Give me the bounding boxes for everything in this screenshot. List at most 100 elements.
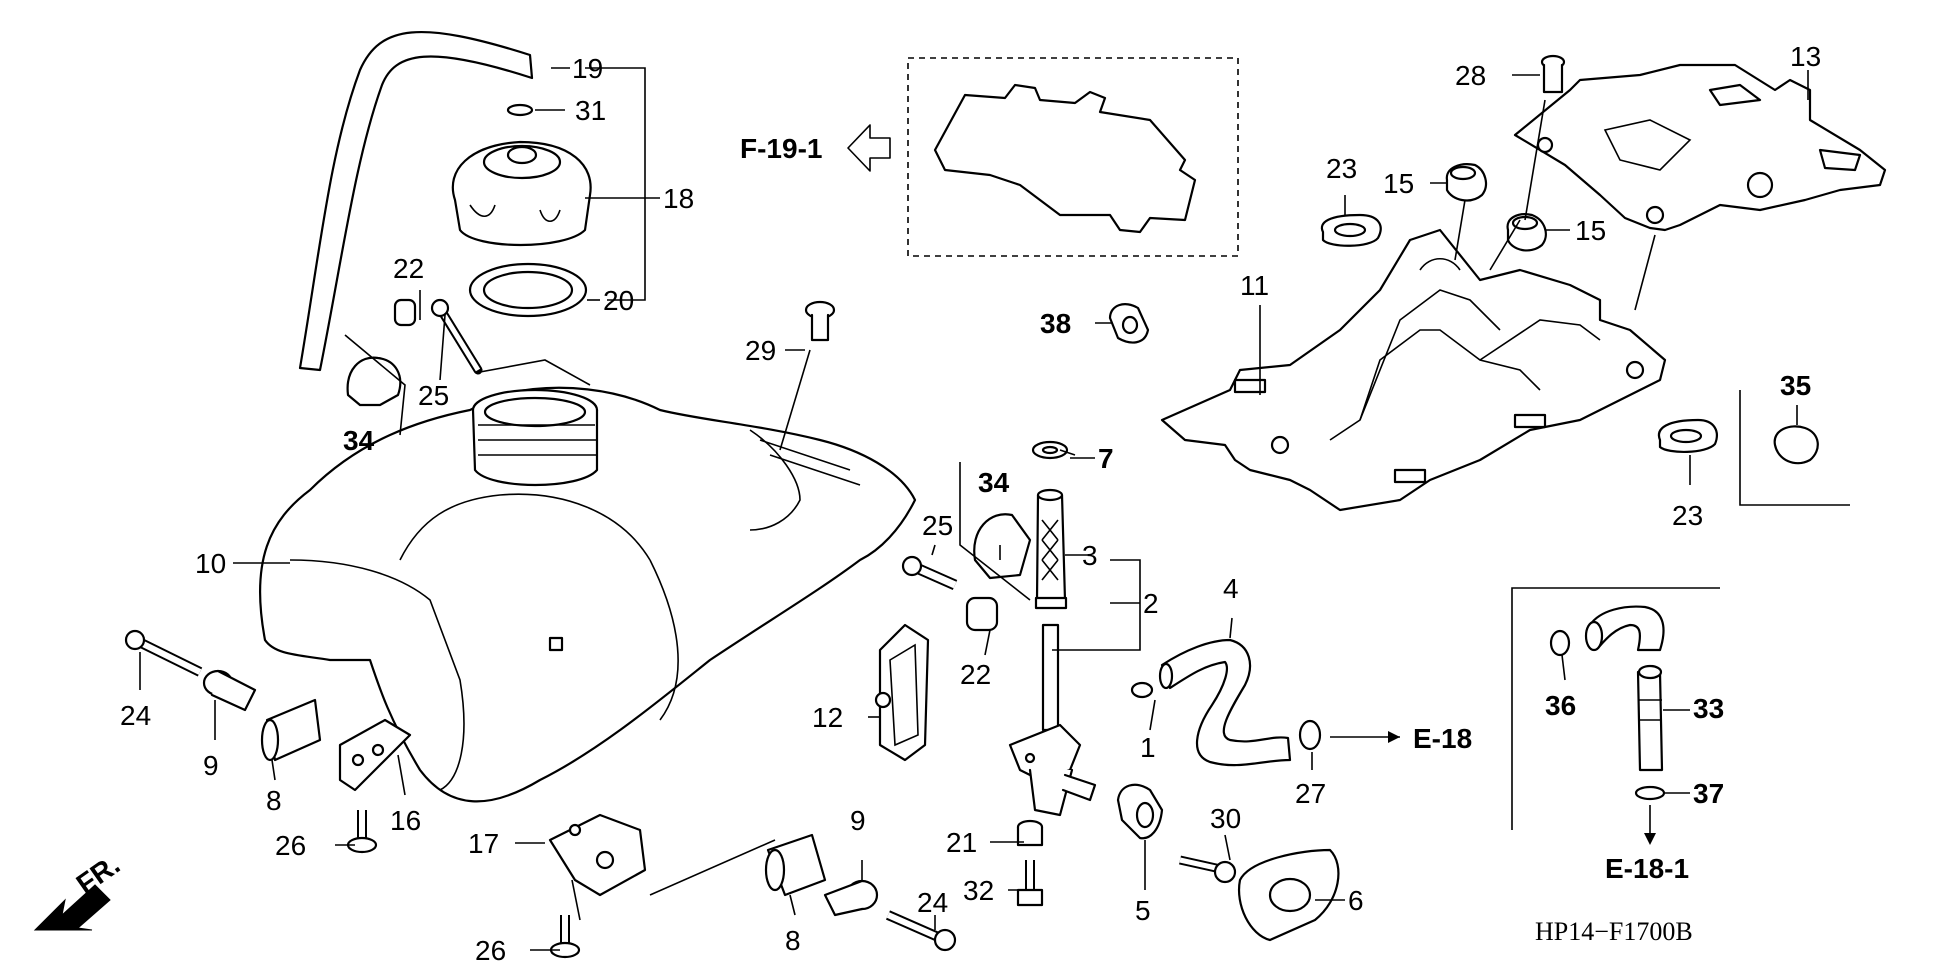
ref-label-f19-1[interactable]: F-19-1 xyxy=(740,133,822,164)
callout-10: 10 xyxy=(195,548,226,579)
bracket-17[interactable] xyxy=(548,813,647,897)
bracket-16[interactable] xyxy=(338,718,412,792)
valve-lever-5[interactable] xyxy=(1116,783,1164,840)
collar-9-bottom[interactable] xyxy=(823,879,879,917)
washer-7[interactable] xyxy=(1031,440,1069,460)
callout-21: 21 xyxy=(946,827,977,858)
callout-4: 4 xyxy=(1223,573,1239,604)
callout-35: 35 xyxy=(1780,370,1811,401)
callout-28: 28 xyxy=(1455,60,1486,91)
callout-32: 32 xyxy=(963,875,994,906)
callout-3: 3 xyxy=(1082,540,1098,571)
clip-21[interactable] xyxy=(1016,819,1044,847)
bolt-28[interactable] xyxy=(1540,54,1566,94)
reference-box xyxy=(907,57,1239,257)
clip-36[interactable] xyxy=(1549,629,1571,657)
grommet-35[interactable] xyxy=(1773,425,1819,465)
clip-38[interactable] xyxy=(1108,303,1150,344)
grommet-bolt-29[interactable] xyxy=(804,300,836,342)
hose-33[interactable] xyxy=(1584,605,1665,772)
callout-36: 36 xyxy=(1545,690,1576,721)
bolt-24-left[interactable] xyxy=(124,629,203,677)
ref-label-e18[interactable]: E-18 xyxy=(1413,723,1472,754)
callout-37: 37 xyxy=(1693,778,1724,809)
callout-22-upper: 22 xyxy=(393,253,424,284)
callout-23-top: 23 xyxy=(1326,153,1357,184)
side-piece-12[interactable] xyxy=(874,623,930,762)
clip-27[interactable] xyxy=(1298,719,1322,751)
callout-19: 19 xyxy=(572,53,603,84)
bolt-upper[interactable] xyxy=(430,298,483,375)
collar-upper[interactable] xyxy=(393,298,417,327)
callout-25-mid: 25 xyxy=(922,510,953,541)
callout-38: 38 xyxy=(1040,308,1071,339)
callout-1: 1 xyxy=(1140,732,1156,763)
bolt-26-left[interactable] xyxy=(346,810,378,854)
rubber-23-top[interactable] xyxy=(1320,213,1382,247)
rubber-mount-8-bottom[interactable] xyxy=(764,833,827,897)
callout-26-bottom: 26 xyxy=(475,935,506,965)
cap-gasket[interactable] xyxy=(468,262,588,318)
callout-31: 31 xyxy=(575,95,606,126)
valve-plate-6[interactable] xyxy=(1237,848,1340,942)
fuel-valve-2[interactable] xyxy=(1008,623,1097,817)
callout-25-upper: 25 xyxy=(418,380,449,411)
collar-22-mid[interactable] xyxy=(965,596,999,632)
breather-hose[interactable] xyxy=(298,31,534,372)
callout-24-bottom: 24 xyxy=(917,887,948,918)
callout-6: 6 xyxy=(1348,885,1364,916)
fuel-tank[interactable] xyxy=(258,386,917,803)
fuel-hose-4[interactable] xyxy=(1158,638,1292,767)
clip-1[interactable] xyxy=(1130,681,1154,699)
callout-11: 11 xyxy=(1240,270,1269,301)
bolt-25-mid[interactable] xyxy=(901,555,958,591)
clamp-34-mid[interactable] xyxy=(973,513,1032,580)
collar-9-left[interactable] xyxy=(202,669,257,712)
callout-17: 17 xyxy=(468,828,499,859)
callout-9-bottom: 9 xyxy=(850,805,866,836)
plate-13[interactable] xyxy=(1513,63,1887,232)
reference-plate xyxy=(933,83,1197,234)
screw-30[interactable] xyxy=(1179,855,1237,884)
callout-33: 33 xyxy=(1693,693,1724,724)
fuel-cap[interactable] xyxy=(451,140,592,247)
ref-label-e18-1[interactable]: E-18-1 xyxy=(1605,853,1689,884)
front-direction-arrow xyxy=(33,884,111,931)
callout-26-left: 26 xyxy=(275,830,306,861)
callout-9-left: 9 xyxy=(203,750,219,781)
bolt-32[interactable] xyxy=(1016,860,1044,907)
callout-7: 7 xyxy=(1098,443,1114,474)
bolt-26-bottom[interactable] xyxy=(549,915,581,959)
clip-37[interactable] xyxy=(1634,785,1666,801)
rubber-23-bottom[interactable] xyxy=(1657,418,1718,453)
tray-11[interactable] xyxy=(1160,228,1667,512)
callout-29: 29 xyxy=(745,335,776,366)
callout-22-mid: 22 xyxy=(960,659,991,690)
strainer-3[interactable] xyxy=(1034,488,1068,610)
front-direction-label: FR. xyxy=(71,849,126,900)
grommet-15a[interactable] xyxy=(1445,163,1488,202)
ref-arrow-f19-1[interactable] xyxy=(847,124,891,172)
callout-5: 5 xyxy=(1135,895,1151,926)
diagram-code: HP14−F1700B xyxy=(1535,917,1693,946)
callout-15-right: 15 xyxy=(1575,215,1606,246)
rubber-mount-8-left[interactable] xyxy=(260,698,322,762)
callout-34-mid: 34 xyxy=(978,467,1010,498)
callout-8-bottom: 8 xyxy=(785,925,801,956)
clamp-upper[interactable] xyxy=(344,334,406,436)
callout-13: 13 xyxy=(1790,41,1821,72)
callout-34-upper: 34 xyxy=(343,425,375,456)
callout-24-left: 24 xyxy=(120,700,151,731)
hose-clip[interactable] xyxy=(506,103,534,117)
callout-23-bottom: 23 xyxy=(1672,500,1703,531)
bolt-24-bottom[interactable] xyxy=(885,910,957,952)
callout-18: 18 xyxy=(663,183,694,214)
callout-20: 20 xyxy=(603,285,634,316)
callout-16: 16 xyxy=(390,805,421,836)
callout-15-left: 15 xyxy=(1383,168,1414,199)
callout-8-left: 8 xyxy=(266,785,282,816)
callout-30: 30 xyxy=(1210,803,1241,834)
callout-12: 12 xyxy=(812,702,843,733)
callout-27: 27 xyxy=(1295,778,1326,809)
